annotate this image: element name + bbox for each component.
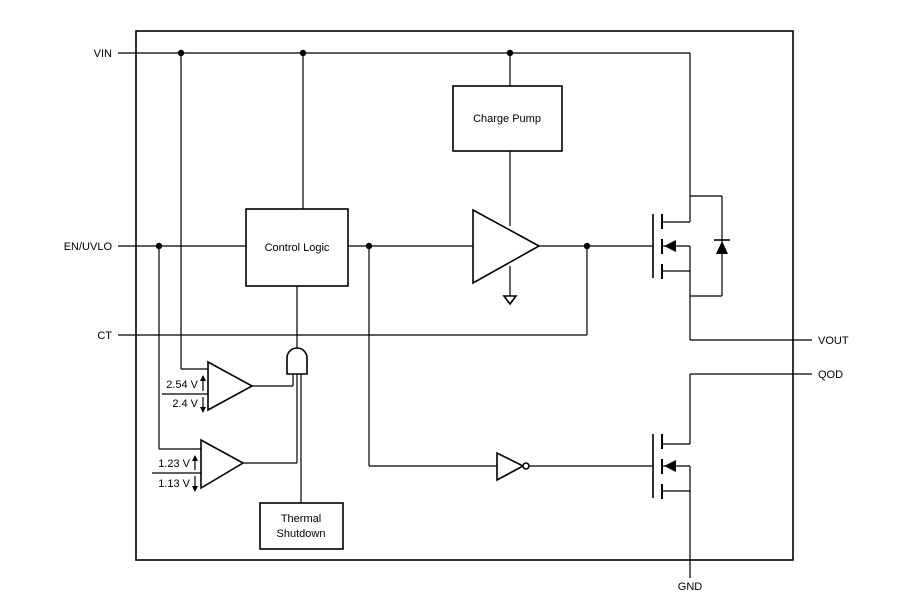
uvlo-down-arrow xyxy=(200,407,206,413)
pin-label-vin: VIN xyxy=(94,48,112,60)
uvlo-low-threshold: 2.4 V xyxy=(172,398,198,410)
pin-label-ct: CT xyxy=(97,330,112,342)
control-logic-block xyxy=(245,208,349,287)
gate-driver-buffer xyxy=(472,208,541,285)
pin-label-gnd: GND xyxy=(678,581,703,593)
and-gate xyxy=(286,347,308,375)
pass-fet-arrow xyxy=(664,240,676,252)
inverter xyxy=(496,451,525,482)
pin-label-qod: QOD xyxy=(818,369,843,381)
en-up-arrow xyxy=(192,455,198,461)
qod-fet-arrow xyxy=(664,460,676,472)
ground-symbol xyxy=(502,295,518,306)
charge-pump-block xyxy=(452,85,563,152)
en-comparator xyxy=(200,438,245,490)
pin-label-en-uvlo: EN/UVLO xyxy=(64,241,113,253)
en-low-threshold: 1.13 V xyxy=(158,478,190,490)
ic-boundary xyxy=(135,30,794,561)
control-logic-label: Control Logic xyxy=(265,242,330,254)
thermal-shutdown-label-1: Thermal xyxy=(281,513,321,525)
thermal-shutdown-label-2: Shutdown xyxy=(277,528,326,540)
en-down-arrow xyxy=(192,486,198,492)
inverter-bubble xyxy=(522,462,530,470)
uvlo-comparator xyxy=(207,360,254,412)
en-high-threshold: 1.23 V xyxy=(158,458,190,470)
thermal-shutdown-block xyxy=(259,502,344,550)
body-diode xyxy=(716,241,728,254)
charge-pump-label: Charge Pump xyxy=(473,113,541,125)
pin-label-vout: VOUT xyxy=(818,335,849,347)
uvlo-up-arrow xyxy=(200,375,206,381)
uvlo-high-threshold: 2.54 V xyxy=(166,379,198,391)
